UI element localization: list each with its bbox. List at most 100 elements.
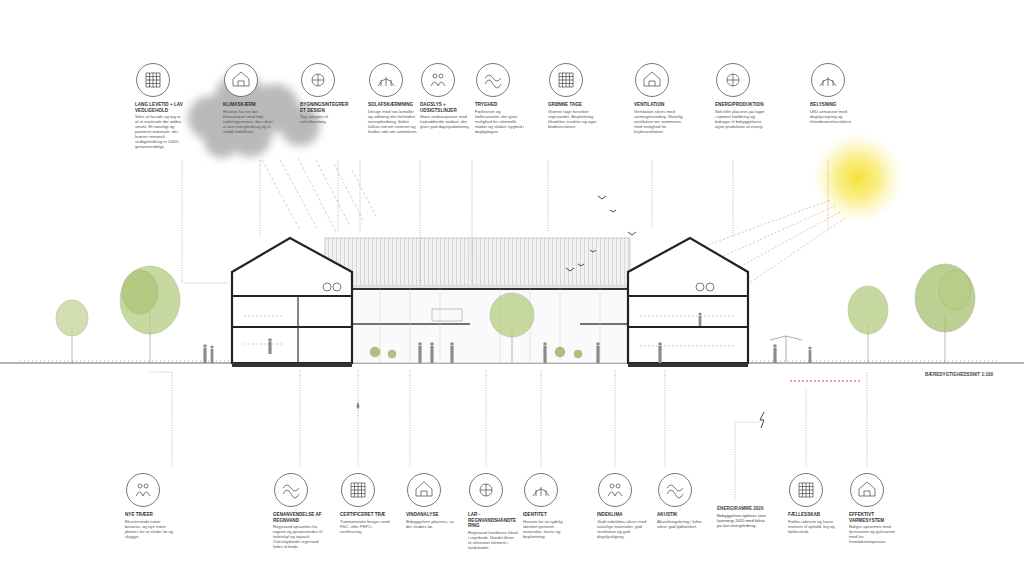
- callout-heading: VINDANALYSE: [406, 512, 456, 518]
- callout-heading: IDENTITET: [523, 512, 573, 518]
- icon-circle: [340, 472, 376, 508]
- callout-body: Bebyggelsen placeres, så der skabes læ.: [406, 519, 456, 529]
- icon-callout: SOLAFSKÆRMNINGDesign med træ-lameller og…: [368, 62, 418, 134]
- icon-callout: VENTILATIONVentilation sikres med varmeg…: [634, 62, 684, 134]
- icon-glyph: [820, 77, 836, 86]
- icon-callout: EFFEKTIVT VARMESYSTEMBoliger opvarmes me…: [849, 472, 899, 544]
- callout-body: Store vinduespartier med højtsiddende vi…: [420, 114, 470, 129]
- sun: [812, 132, 904, 224]
- icon-circle: [788, 472, 824, 508]
- note-text: ENERGIRAMME 2020: [717, 506, 769, 512]
- icon-circle: [657, 472, 693, 508]
- water-drop-symbol: [357, 402, 360, 409]
- icon-circle: [223, 62, 259, 98]
- icon-glyph: [136, 484, 150, 496]
- icon-callout: CERTIFICERET TRÆTræmaterialer bruges med…: [340, 472, 390, 534]
- icon-circle: [420, 62, 456, 98]
- callout-body: LED-armaturer med dagslysstyring og tils…: [810, 109, 860, 124]
- icon-callout: AKUSTIKAkustikregulering i lofter sikrer…: [657, 472, 707, 529]
- icon-glyph: [608, 484, 622, 496]
- middle-building: [352, 288, 628, 363]
- icon-glyph: [416, 482, 432, 496]
- icon-circle: [468, 472, 504, 508]
- callout-body: Akustikregulering i lofter sikrer god ly…: [657, 519, 707, 529]
- icon-glyph: [480, 484, 492, 496]
- icon-circle: [300, 62, 336, 98]
- back-roof: [325, 238, 630, 286]
- icon-glyph: [559, 73, 573, 87]
- callout-body: Regnvand håndteres lokalt i regnbede. Va…: [468, 530, 518, 550]
- icon-glyph: [533, 487, 549, 496]
- callout-heading: CERTIFICERET TRÆ: [340, 512, 390, 518]
- callout-heading: EFFEKTIVT VARMESYSTEM: [849, 512, 899, 523]
- callout-body: Sikre at facade og tag er af et material…: [135, 114, 185, 149]
- callout-heading: AKUSTIK: [657, 512, 707, 518]
- callout-heading: FÆLLESSKAB: [788, 512, 838, 518]
- icon-glyph: [233, 72, 249, 86]
- icon-glyph: [727, 74, 739, 86]
- icon-glyph: [799, 483, 813, 497]
- right-house: [628, 238, 802, 367]
- callout-heading: ENERGIPRODUKTION: [715, 102, 765, 108]
- icon-callout: GENANVENDELSE AF REGNVANDRegnvand opsaml…: [273, 472, 323, 549]
- callout-heading: NYE TRÆER: [125, 512, 175, 518]
- icon-glyph: [859, 482, 875, 496]
- icon-callout: GRØNNE TAGEGrønne tage forsinker regnvan…: [548, 62, 598, 129]
- callout-heading: BYGNINGSINTEGRERET DESIGN: [300, 102, 350, 113]
- callout-body: Design med træ-lameller og udhæng der fo…: [368, 109, 418, 134]
- icon-callout: ENERGIPRODUKTIONSolceller placeres på ta…: [715, 62, 765, 129]
- icon-glyph: [146, 73, 160, 87]
- icon-glyph: [351, 483, 365, 497]
- trees: [56, 264, 975, 363]
- people: [203, 312, 811, 363]
- callout-heading: INDEKLIMA: [597, 512, 647, 518]
- icon-callout: IDENTITETHusene får en tydelig identitet…: [523, 472, 573, 539]
- callout-heading: GENANVENDELSE AF REGNVAND: [273, 512, 323, 523]
- lightning-symbol: [760, 412, 764, 428]
- icon-callout: NYE TRÆEREksisterende træer bevares, og …: [125, 472, 175, 539]
- callout-body: Godt indeklima sikres med naturlige mate…: [597, 519, 647, 539]
- icon-callout: BELYSNINGLED-armaturer med dagslysstyrin…: [810, 62, 860, 124]
- callout-body: Boliger opvarmes med fjernvarme og gulvv…: [849, 524, 899, 544]
- icon-glyph: [312, 74, 324, 86]
- icon-callout: INDEKLIMAGodt indeklima sikres med natur…: [597, 472, 647, 539]
- icon-callout: TRYGHEDFællesrum og fællesarealer, der g…: [475, 62, 525, 134]
- icon-glyph: [378, 77, 394, 86]
- icon-circle: [597, 472, 633, 508]
- callout-body: Husene får en tydelig identitet gennem m…: [523, 519, 573, 539]
- icon-glyph: [644, 72, 660, 86]
- callout-body: Solceller placeres på taget i optimal hæ…: [715, 109, 765, 129]
- callout-heading: KLIMASKÆRM: [223, 102, 273, 108]
- icon-circle: [135, 62, 171, 98]
- icon-circle: [475, 62, 511, 98]
- birds: [566, 196, 636, 271]
- icon-circle: [849, 472, 885, 508]
- icon-glyph: [431, 74, 445, 86]
- callout-heading: GRØNNE TAGE: [548, 102, 598, 108]
- rain-lines: [262, 158, 376, 232]
- callout-body: Træmaterialer bruges med FSC- eller PEFC…: [340, 519, 390, 534]
- icon-circle: [368, 62, 404, 98]
- icon-circle: [715, 62, 751, 98]
- callout-heading: VENTILATION: [634, 102, 684, 108]
- callout-heading: TRYGHED: [475, 102, 525, 108]
- icon-callout: FÆLLESSKABFælles uderum og haver inviter…: [788, 472, 838, 534]
- icon-circle: [634, 62, 670, 98]
- icon-callout: BYGNINGSINTEGRERET DESIGNTag udnyttes ti…: [300, 62, 350, 124]
- icon-callout: KLIMASKÆRMHusene har en tæt klimaskærm m…: [223, 62, 273, 134]
- section-title: BÆREDYGTIGHEDSSNIT 1:100: [925, 372, 1015, 378]
- callout-body: Tag udnyttes til solcelleanlæg.: [300, 114, 350, 124]
- icon-glyph: [667, 485, 683, 498]
- icon-callout: LANG LEVETID + LAV VEDLIGEHOLDSikre at f…: [135, 62, 185, 149]
- callout-body: Fælles uderum og haver inviterer til oph…: [788, 519, 838, 534]
- icon-circle: [523, 472, 559, 508]
- callout-heading: LAR - REGNVANDSHÅNDTERING: [468, 512, 518, 529]
- leader-lines: [150, 160, 867, 500]
- icon-glyph: [485, 75, 501, 88]
- icon-callout: DAGSLYS + UDSIGTSLINJERStore vinduespart…: [420, 62, 470, 129]
- ground: [0, 361, 1024, 381]
- icon-circle: [273, 472, 309, 508]
- left-house: [232, 238, 352, 367]
- icon-circle: [125, 472, 161, 508]
